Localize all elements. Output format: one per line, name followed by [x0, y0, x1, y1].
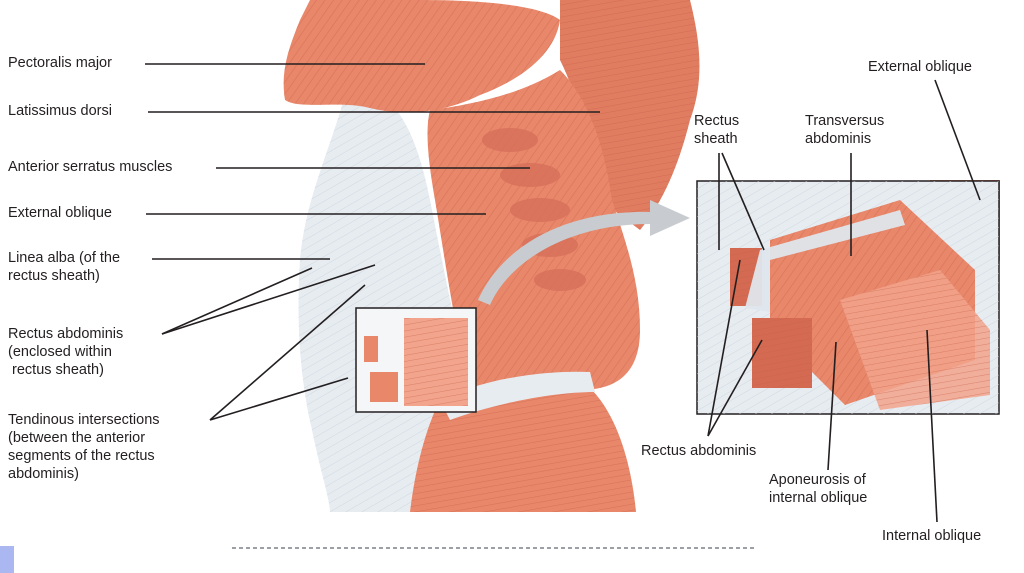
label-rectus-abdominis-left: Rectus abdominis (enclosed within rectus…	[8, 326, 124, 378]
leader-rectus-abdominis-1	[161, 267, 313, 335]
label-external-oblique-left: External oblique	[8, 205, 112, 221]
leader-tendinous-2	[209, 377, 349, 421]
label-internal-oblique: Internal oblique	[882, 528, 982, 544]
label-aponeurosis-internal-oblique: Aponeurosis of internal oblique	[769, 472, 868, 506]
label-external-oblique-right: External oblique	[868, 59, 972, 75]
leader-external-oblique-right	[934, 79, 981, 201]
leader-tendinous-1	[209, 284, 366, 421]
leader-lines	[145, 63, 981, 523]
leader-rectus-abdominis-2	[161, 264, 376, 335]
label-pectoralis-major: Pectoralis major	[8, 55, 112, 71]
label-rectus-abdominis-right: Rectus abdominis	[641, 443, 757, 459]
inguinal-fascia	[440, 371, 595, 420]
leader-aponeurosis	[827, 341, 837, 471]
label-latissimus-dorsi: Latissimus dorsi	[8, 103, 112, 119]
selection-marker	[0, 546, 14, 573]
leader-rectus-abdominis-r1	[707, 259, 741, 437]
label-anterior-serratus: Anterior serratus muscles	[8, 159, 173, 175]
leader-internal-oblique	[926, 329, 938, 523]
magnify-arrow	[478, 200, 690, 305]
leader-rectus-abdominis-r2	[707, 339, 763, 437]
torso-illustration	[283, 0, 700, 512]
label-tendinous-intersections: Tendinous intersections (between the ant…	[8, 412, 160, 482]
leader-rectus-sheath-2	[721, 152, 765, 251]
inset-enlargement	[696, 180, 1000, 415]
rectus-sheath-layer	[745, 210, 905, 312]
label-rectus-sheath: Rectus sheath	[694, 113, 740, 147]
label-transversus-abdominis: Transversus abdominis	[805, 113, 885, 147]
label-linea-alba: Linea alba (of the rectus sheath)	[8, 250, 121, 284]
